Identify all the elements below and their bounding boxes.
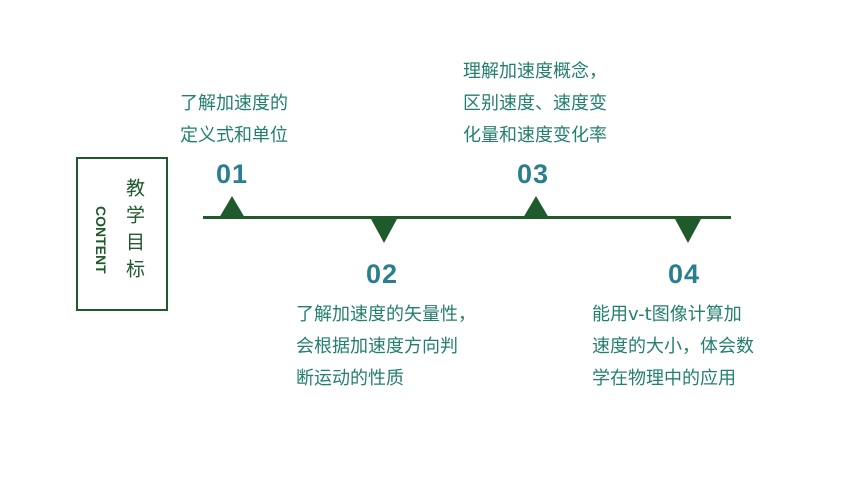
step-03-line-1: 理解加速度概念， <box>463 61 607 82</box>
step-02-line-2: 会根据加速度方向判 <box>296 336 458 357</box>
step-description-01: 了解加速度的 定义式和单位 <box>180 88 288 152</box>
timeline-marker-down-2 <box>371 219 397 243</box>
content-english-label: CONTENT <box>93 206 109 274</box>
teaching-objectives-label: 教学目标 <box>123 178 145 286</box>
step-01-line-1: 了解加速度的 <box>180 93 288 114</box>
timeline-marker-up-3 <box>523 196 549 218</box>
step-number-01: 01 <box>216 159 249 189</box>
step-02-line-1: 了解加速度的矢量性， <box>296 304 476 325</box>
timeline-marker-up-1 <box>219 196 245 218</box>
step-03-line-3: 化量和速度变化率 <box>463 125 607 146</box>
step-description-03: 理解加速度概念， 区别速度、速度变 化量和速度变化率 <box>463 56 607 152</box>
step-03-line-2: 区别速度、速度变 <box>463 93 607 114</box>
step-04-line-3: 学在物理中的应用 <box>592 368 736 389</box>
step-04-line-1: 能用v-t图像计算加 <box>592 304 742 325</box>
step-description-04: 能用v-t图像计算加 速度的大小，体会数 学在物理中的应用 <box>592 299 754 395</box>
step-04-line-2: 速度的大小，体会数 <box>592 336 754 357</box>
timeline-axis <box>203 216 731 219</box>
step-02-line-3: 断运动的性质 <box>296 368 404 389</box>
step-01-line-2: 定义式和单位 <box>180 125 288 146</box>
step-number-04: 04 <box>668 259 701 289</box>
timeline-marker-down-4 <box>675 219 701 243</box>
content-label-box <box>76 157 168 311</box>
step-number-02: 02 <box>366 259 399 289</box>
step-number-03: 03 <box>517 159 550 189</box>
step-description-02: 了解加速度的矢量性， 会根据加速度方向判 断运动的性质 <box>296 299 476 395</box>
